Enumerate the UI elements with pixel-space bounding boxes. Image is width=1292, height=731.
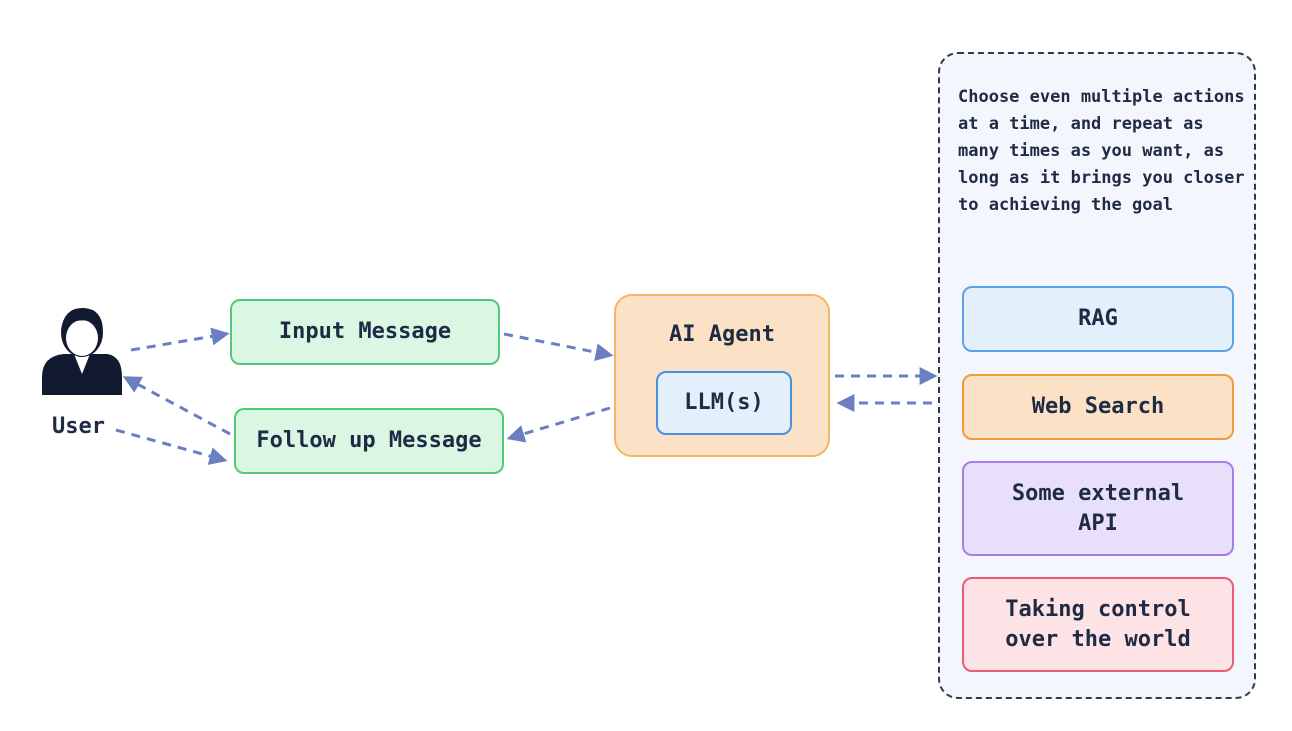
action-take-control: Taking control over the world (962, 577, 1234, 672)
input-message-box: Input Message (230, 299, 500, 365)
action-external-api-label: Some external API (1011, 480, 1185, 536)
arrow-followup-to-user (122, 376, 231, 436)
action-web-search: Web Search (962, 374, 1234, 440)
action-external-api: Some external API (962, 461, 1234, 556)
ai-agent-title: AI Agent (669, 322, 775, 347)
arrow-input-to-agent (503, 332, 614, 362)
arrow-user-to-input (130, 327, 230, 352)
action-web-search-label: Web Search (1031, 394, 1165, 419)
user-label: User (52, 414, 105, 439)
actions-note: Choose even multiple actions at a time, … (958, 87, 1245, 215)
input-message-label: Input Message (278, 319, 452, 344)
llm-label: LLM(s) (684, 390, 764, 415)
action-take-control-label: Taking control over the world (1005, 596, 1191, 652)
action-rag: RAG (962, 286, 1234, 352)
action-rag-label: RAG (1078, 306, 1118, 331)
llm-box: LLM(s) (656, 371, 792, 435)
arrow-user-to-followup (115, 428, 228, 465)
follow-up-message-label: Follow up Message (256, 428, 482, 453)
actions-panel: Choose even multiple actions at a time, … (938, 52, 1256, 699)
follow-up-message-box: Follow up Message (234, 408, 504, 474)
ai-agent-box: AI Agent LLM(s) (614, 294, 830, 457)
arrow-agent-to-followup (506, 406, 611, 443)
